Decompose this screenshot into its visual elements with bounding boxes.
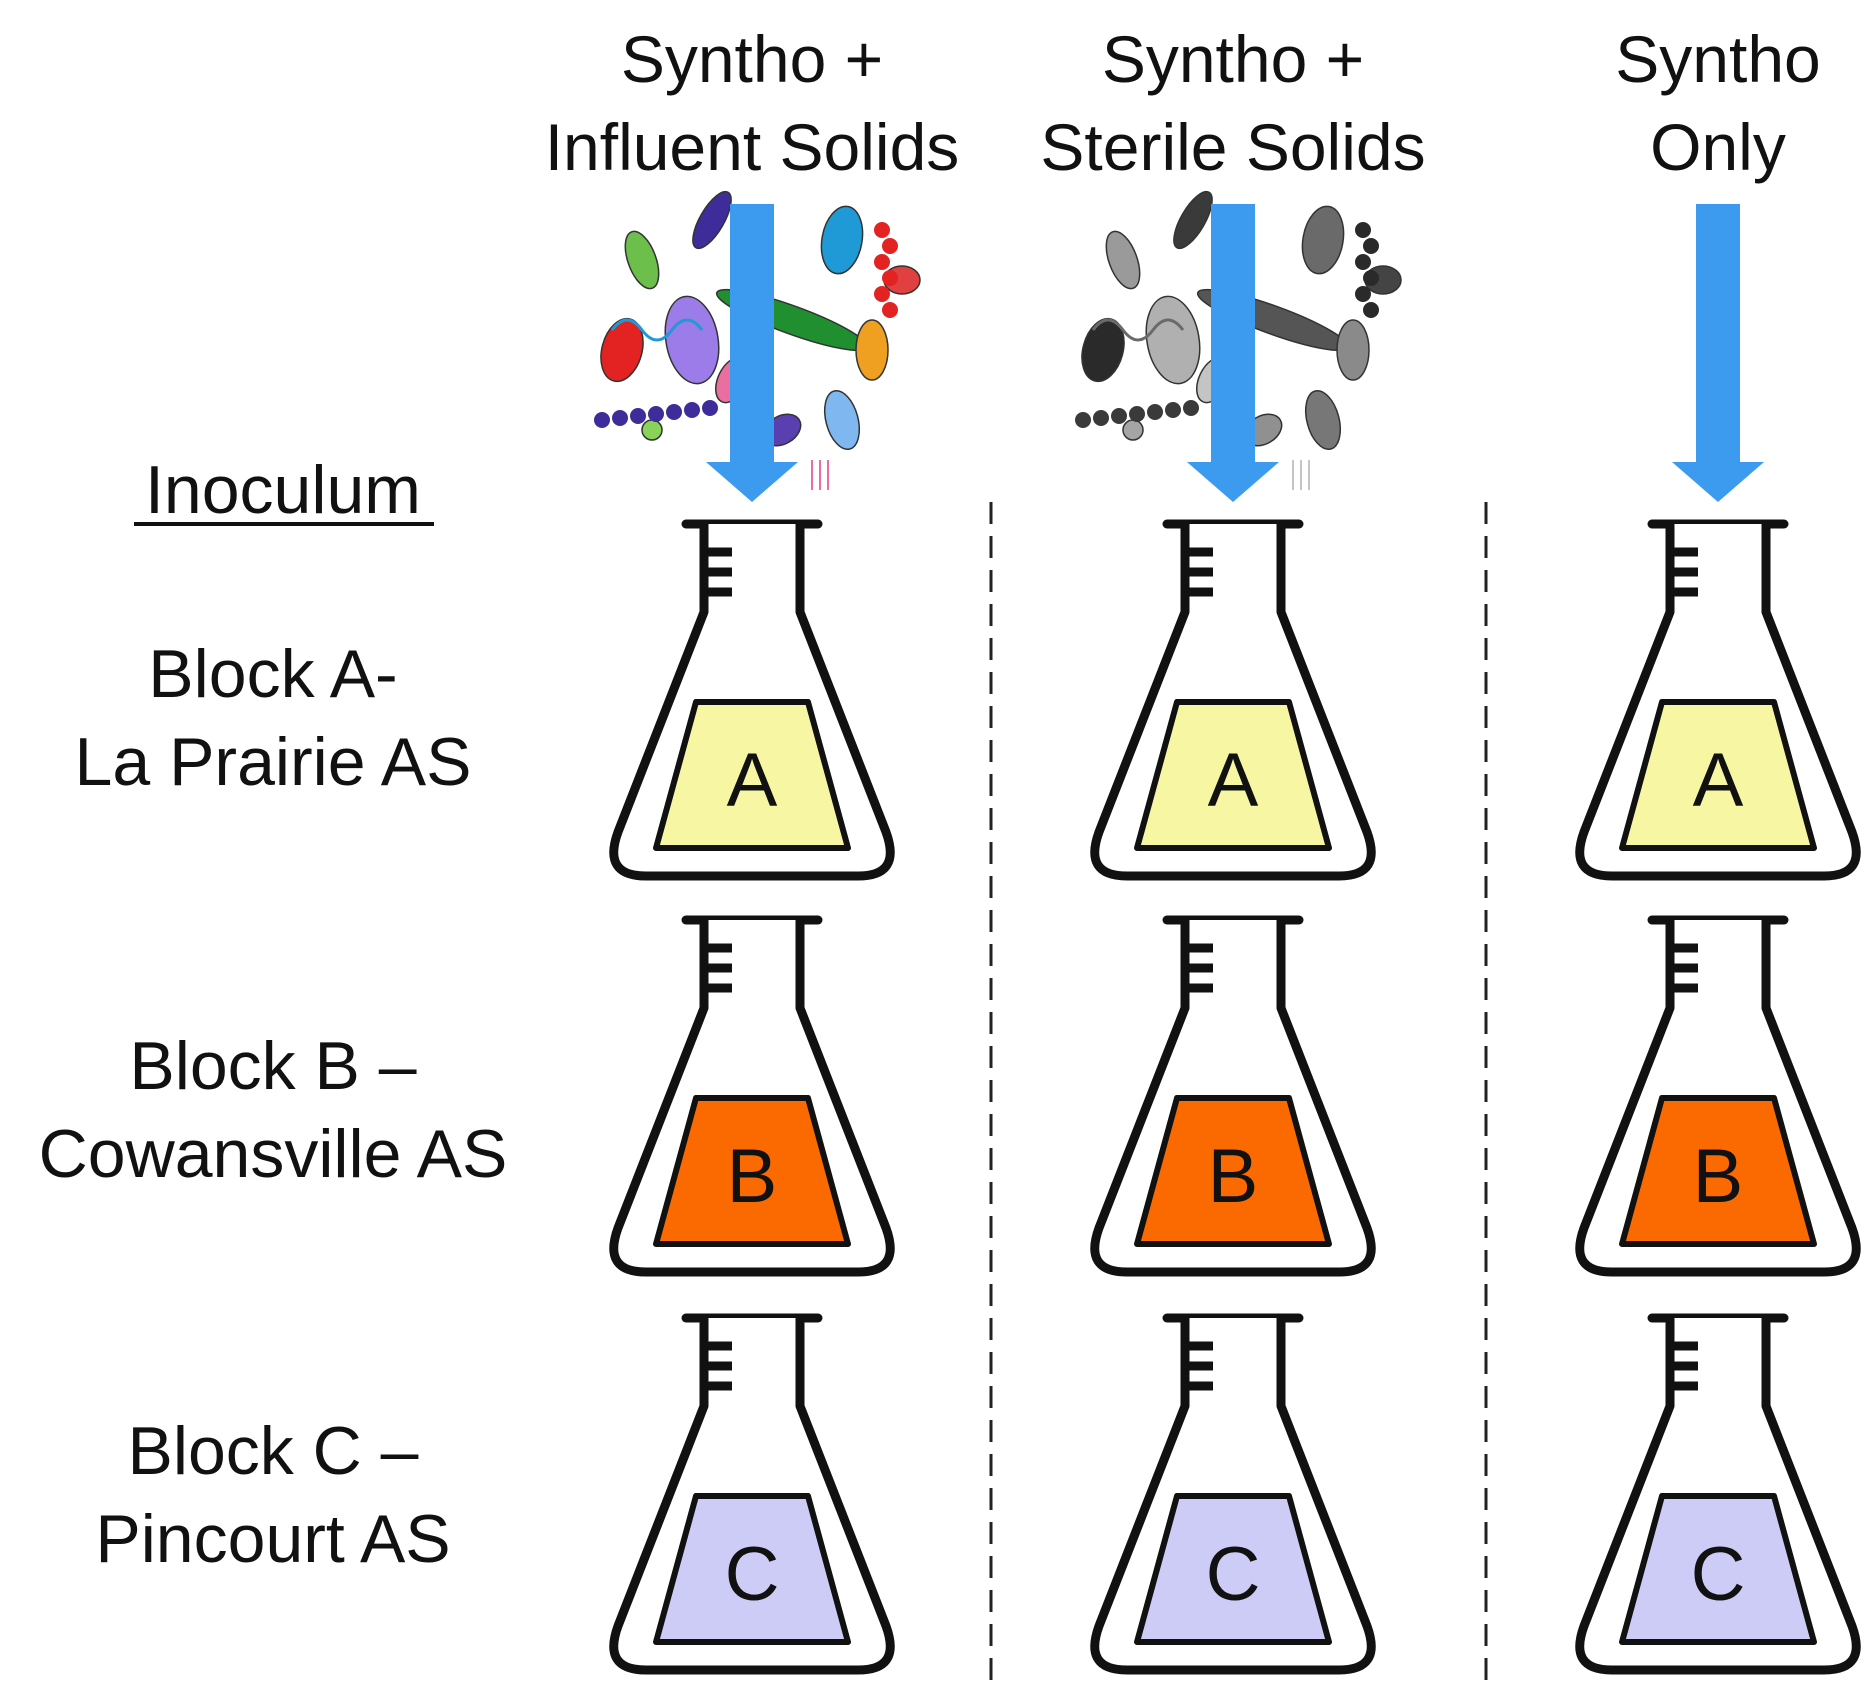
- inoculum-label: Inoculum: [145, 452, 421, 528]
- flask-liquid-C: [653, 1493, 851, 1645]
- flask-letter-A: A: [1208, 738, 1259, 823]
- erlenmeyer-flask-icon-sterile-C: C: [1095, 1318, 1372, 1670]
- microbe-chain-bead: [1165, 402, 1181, 418]
- microbe-chain-bead: [882, 270, 898, 286]
- microbe-flagellum: [1091, 318, 1185, 342]
- flask-letter-B: B: [1208, 1134, 1259, 1219]
- microbe-cell: [1081, 317, 1125, 383]
- microbe-chain-bead: [882, 302, 898, 318]
- microbe-chain-bead: [612, 410, 628, 426]
- arrow-down-icon-influent: [706, 204, 798, 502]
- microbe-cell: [641, 419, 663, 441]
- microbe-chain-bead: [882, 238, 898, 254]
- microbe-chain-bead: [1355, 254, 1371, 270]
- microbe-chain-bead: [1111, 408, 1127, 424]
- flask-letter-C: C: [1206, 1532, 1261, 1617]
- microbe-chain-bead: [1183, 400, 1199, 416]
- microbe-cell: [1336, 319, 1370, 381]
- row-label-C-line1: Block C –: [128, 1413, 419, 1489]
- microbe-chain-bead: [702, 400, 718, 416]
- erlenmeyer-flask-icon-only-B: B: [1580, 920, 1857, 1272]
- microbe-chain-bead: [594, 412, 610, 428]
- flask-liquid-A: [653, 699, 851, 851]
- flask-liquid-B: [1134, 1095, 1332, 1247]
- erlenmeyer-flask-icon-influent-B: B: [614, 920, 891, 1272]
- column-title-influent-line1: Syntho +: [621, 22, 883, 96]
- microbe-layer: [594, 190, 1402, 490]
- microbe-chain-bead: [1147, 404, 1163, 420]
- microbe-cell: [820, 205, 864, 275]
- microbe-chain-bead: [1363, 238, 1379, 254]
- microbe-cell: [624, 230, 660, 290]
- arrow-down-icon-sterile: [1187, 204, 1279, 502]
- microbe-cell: [823, 389, 861, 451]
- microbe-flagellum: [610, 318, 704, 342]
- microbe-chain-bead: [630, 408, 646, 424]
- row-labels: Block A- La Prairie AS Block B – Cowansvill…: [39, 636, 508, 1577]
- microbe-chain-bead: [1129, 406, 1145, 422]
- microbe-cell: [1301, 205, 1345, 275]
- flask-letter-C: C: [1691, 1532, 1746, 1617]
- microbe-cell: [1304, 389, 1342, 451]
- column-title-only-line2: Only: [1650, 110, 1786, 184]
- microbe-chain-bead: [874, 254, 890, 270]
- microbe-cell: [600, 317, 644, 383]
- flask-grid: A B C A B C A B C: [614, 524, 1857, 1670]
- row-label-B-line2: Cowansville AS: [39, 1116, 508, 1192]
- microbe-chain-bead: [1355, 222, 1371, 238]
- flask-letter-B: B: [727, 1134, 778, 1219]
- microbe-chain-bead: [648, 406, 664, 422]
- microbe-cell: [1145, 295, 1201, 385]
- row-label-A-line2: La Prairie AS: [75, 724, 472, 800]
- row-label-A-line1: Block A-: [148, 636, 397, 712]
- flask-liquid-A: [1619, 699, 1817, 851]
- microbe-chain-bead: [666, 404, 682, 420]
- microbe-chain-bead: [1075, 412, 1091, 428]
- microbe-cell: [664, 295, 720, 385]
- column-titles: Syntho + Influent Solids Syntho + Sterile S…: [545, 22, 1821, 184]
- microbe-chain-bead: [874, 222, 890, 238]
- microbe-flagellum: [811, 460, 829, 490]
- microbe-cell: [855, 319, 889, 381]
- microbe-chain-bead: [684, 402, 700, 418]
- flask-letter-B: B: [1693, 1134, 1744, 1219]
- divider-layer: [989, 502, 1488, 1690]
- flask-letter-C: C: [725, 1532, 780, 1617]
- flask-letter-A: A: [727, 738, 778, 823]
- flask-liquid-A: [1134, 699, 1332, 851]
- microbe-cell: [1173, 190, 1213, 250]
- flask-liquid-C: [1619, 1493, 1817, 1645]
- microbe-cell: [692, 190, 732, 250]
- microbe-chain-bead: [1093, 410, 1109, 426]
- microbe-chain-bead: [1363, 302, 1379, 318]
- row-label-B-line1: Block B –: [129, 1028, 416, 1104]
- microbe-chain-bead: [874, 286, 890, 302]
- erlenmeyer-flask-icon-influent-C: C: [614, 1318, 891, 1670]
- column-title-influent-line2: Influent Solids: [545, 110, 960, 184]
- microbe-chain-bead: [1363, 270, 1379, 286]
- column-title-only-line1: Syntho: [1615, 22, 1820, 96]
- erlenmeyer-flask-icon-only-C: C: [1580, 1318, 1857, 1670]
- flask-liquid-C: [1134, 1493, 1332, 1645]
- microbe-flagellum: [1292, 460, 1310, 490]
- arrow-layer: [706, 204, 1764, 502]
- erlenmeyer-flask-icon-sterile-A: A: [1095, 524, 1372, 876]
- erlenmeyer-flask-icon-only-A: A: [1580, 524, 1857, 876]
- microbes-gray-icon: [1075, 190, 1402, 490]
- erlenmeyer-flask-icon-sterile-B: B: [1095, 920, 1372, 1272]
- column-title-sterile-line1: Syntho +: [1102, 22, 1364, 96]
- arrow-down-icon-only: [1672, 204, 1764, 502]
- erlenmeyer-flask-icon-influent-A: A: [614, 524, 891, 876]
- microbe-chain-bead: [1355, 286, 1371, 302]
- flask-letter-A: A: [1693, 738, 1744, 823]
- microbe-cell: [1122, 419, 1144, 441]
- flask-liquid-B: [1619, 1095, 1817, 1247]
- column-title-sterile-line2: Sterile Solids: [1040, 110, 1425, 184]
- flask-liquid-B: [653, 1095, 851, 1247]
- row-label-C-line2: Pincourt AS: [95, 1501, 450, 1577]
- microbe-cell: [1105, 230, 1141, 290]
